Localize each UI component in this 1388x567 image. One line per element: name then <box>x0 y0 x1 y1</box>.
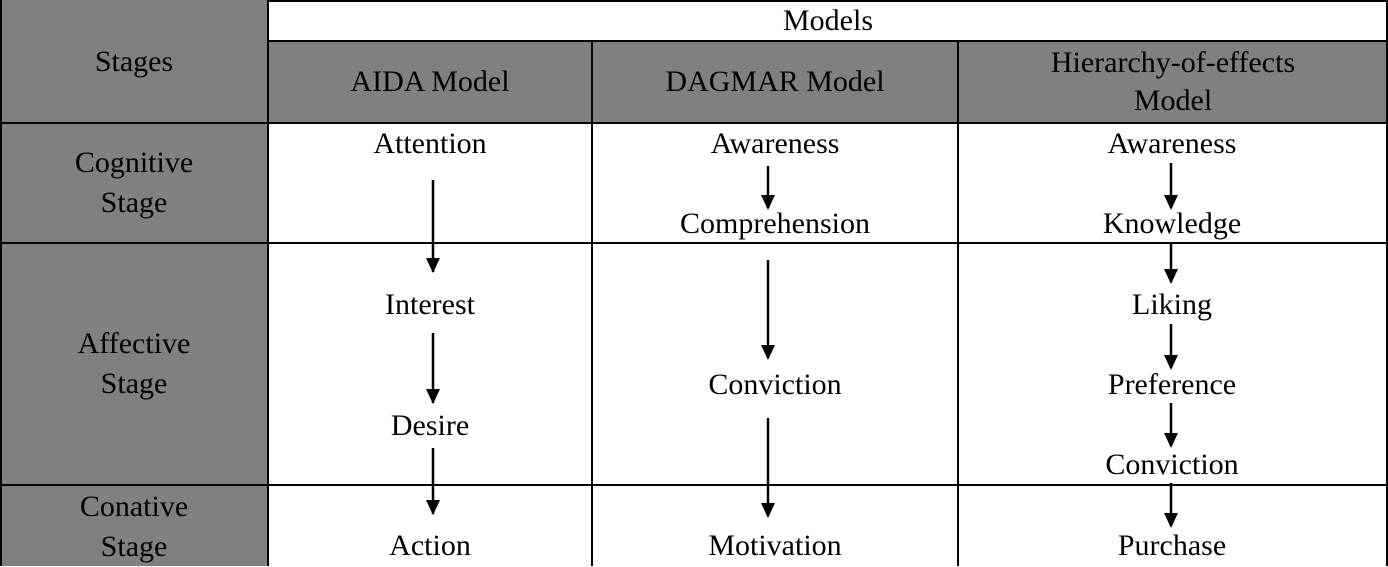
stage-affective-label: Affective Stage <box>77 327 191 400</box>
stage-conative-label: Conative Stage <box>79 490 189 563</box>
aida-step-interest: Interest <box>385 288 475 321</box>
stages-header-label: Stages <box>94 44 174 78</box>
dagmar-step-awareness: Awareness <box>710 127 840 160</box>
grid-line-right <box>1386 0 1388 566</box>
aida-arrow-attention-interest-head <box>426 258 440 273</box>
dagmar-arrow-comprehension-conviction-head <box>761 345 775 360</box>
stages-header-cell: Stages <box>0 0 268 123</box>
stage-conative: Conative Stage <box>0 485 268 566</box>
stage-affective: Affective Stage <box>0 243 268 485</box>
grid-line-aida-col <box>591 41 593 566</box>
grid-line-stage-col <box>267 0 269 566</box>
grid-line-models-bottom <box>268 40 1388 42</box>
grid-line-left <box>0 0 2 566</box>
hoe-step-awareness: Awareness <box>1107 127 1237 160</box>
hoe-arrow-preference-conviction-head <box>1164 433 1178 448</box>
aida-step-attention: Attention <box>373 127 487 160</box>
column-header-dagmar: DAGMAR Model <box>592 41 958 123</box>
stage-cognitive: Cognitive Stage <box>0 123 268 243</box>
stage-cognitive-label: Cognitive Stage <box>74 146 194 219</box>
grid-line-affective-bottom <box>0 484 1388 486</box>
hoe-step-knowledge: Knowledge <box>1102 207 1242 240</box>
aida-arrow-desire-action-head <box>426 500 440 515</box>
hoe-header-label: Hierarchy-of-effects Model <box>1050 46 1296 117</box>
dagmar-step-comprehension: Comprehension <box>680 207 870 240</box>
dagmar-step-motivation: Motivation <box>708 529 842 562</box>
column-header-hoe: Hierarchy-of-effects Model <box>958 41 1388 123</box>
dagmar-header-label: DAGMAR Model <box>665 65 885 98</box>
grid-line-top <box>268 0 1388 2</box>
aida-header-label: AIDA Model <box>350 65 510 98</box>
models-header-cell: Models <box>268 0 1388 41</box>
hoe-step-preference: Preference <box>1107 368 1237 401</box>
hoe-arrow-conviction-purchase-head <box>1164 513 1178 528</box>
aida-arrow-interest-desire-head <box>426 389 440 404</box>
aida-step-action: Action <box>389 529 471 562</box>
column-header-aida: AIDA Model <box>268 41 592 123</box>
dagmar-arrow-conviction-motivation-head <box>761 503 775 518</box>
models-header-label: Models <box>783 3 873 37</box>
hoe-arrow-knowledge-liking-head <box>1164 269 1178 284</box>
hoe-step-purchase: Purchase <box>1117 529 1227 562</box>
hoe-step-conviction: Conviction <box>1105 448 1239 481</box>
grid-line-header-bottom <box>0 122 1388 124</box>
hoe-step-liking: Liking <box>1132 288 1212 321</box>
grid-line-cognitive-bottom <box>0 242 1388 244</box>
grid-line-dagmar-col <box>957 41 959 566</box>
dagmar-step-conviction: Conviction <box>708 368 842 401</box>
aida-step-desire: Desire <box>390 409 470 442</box>
